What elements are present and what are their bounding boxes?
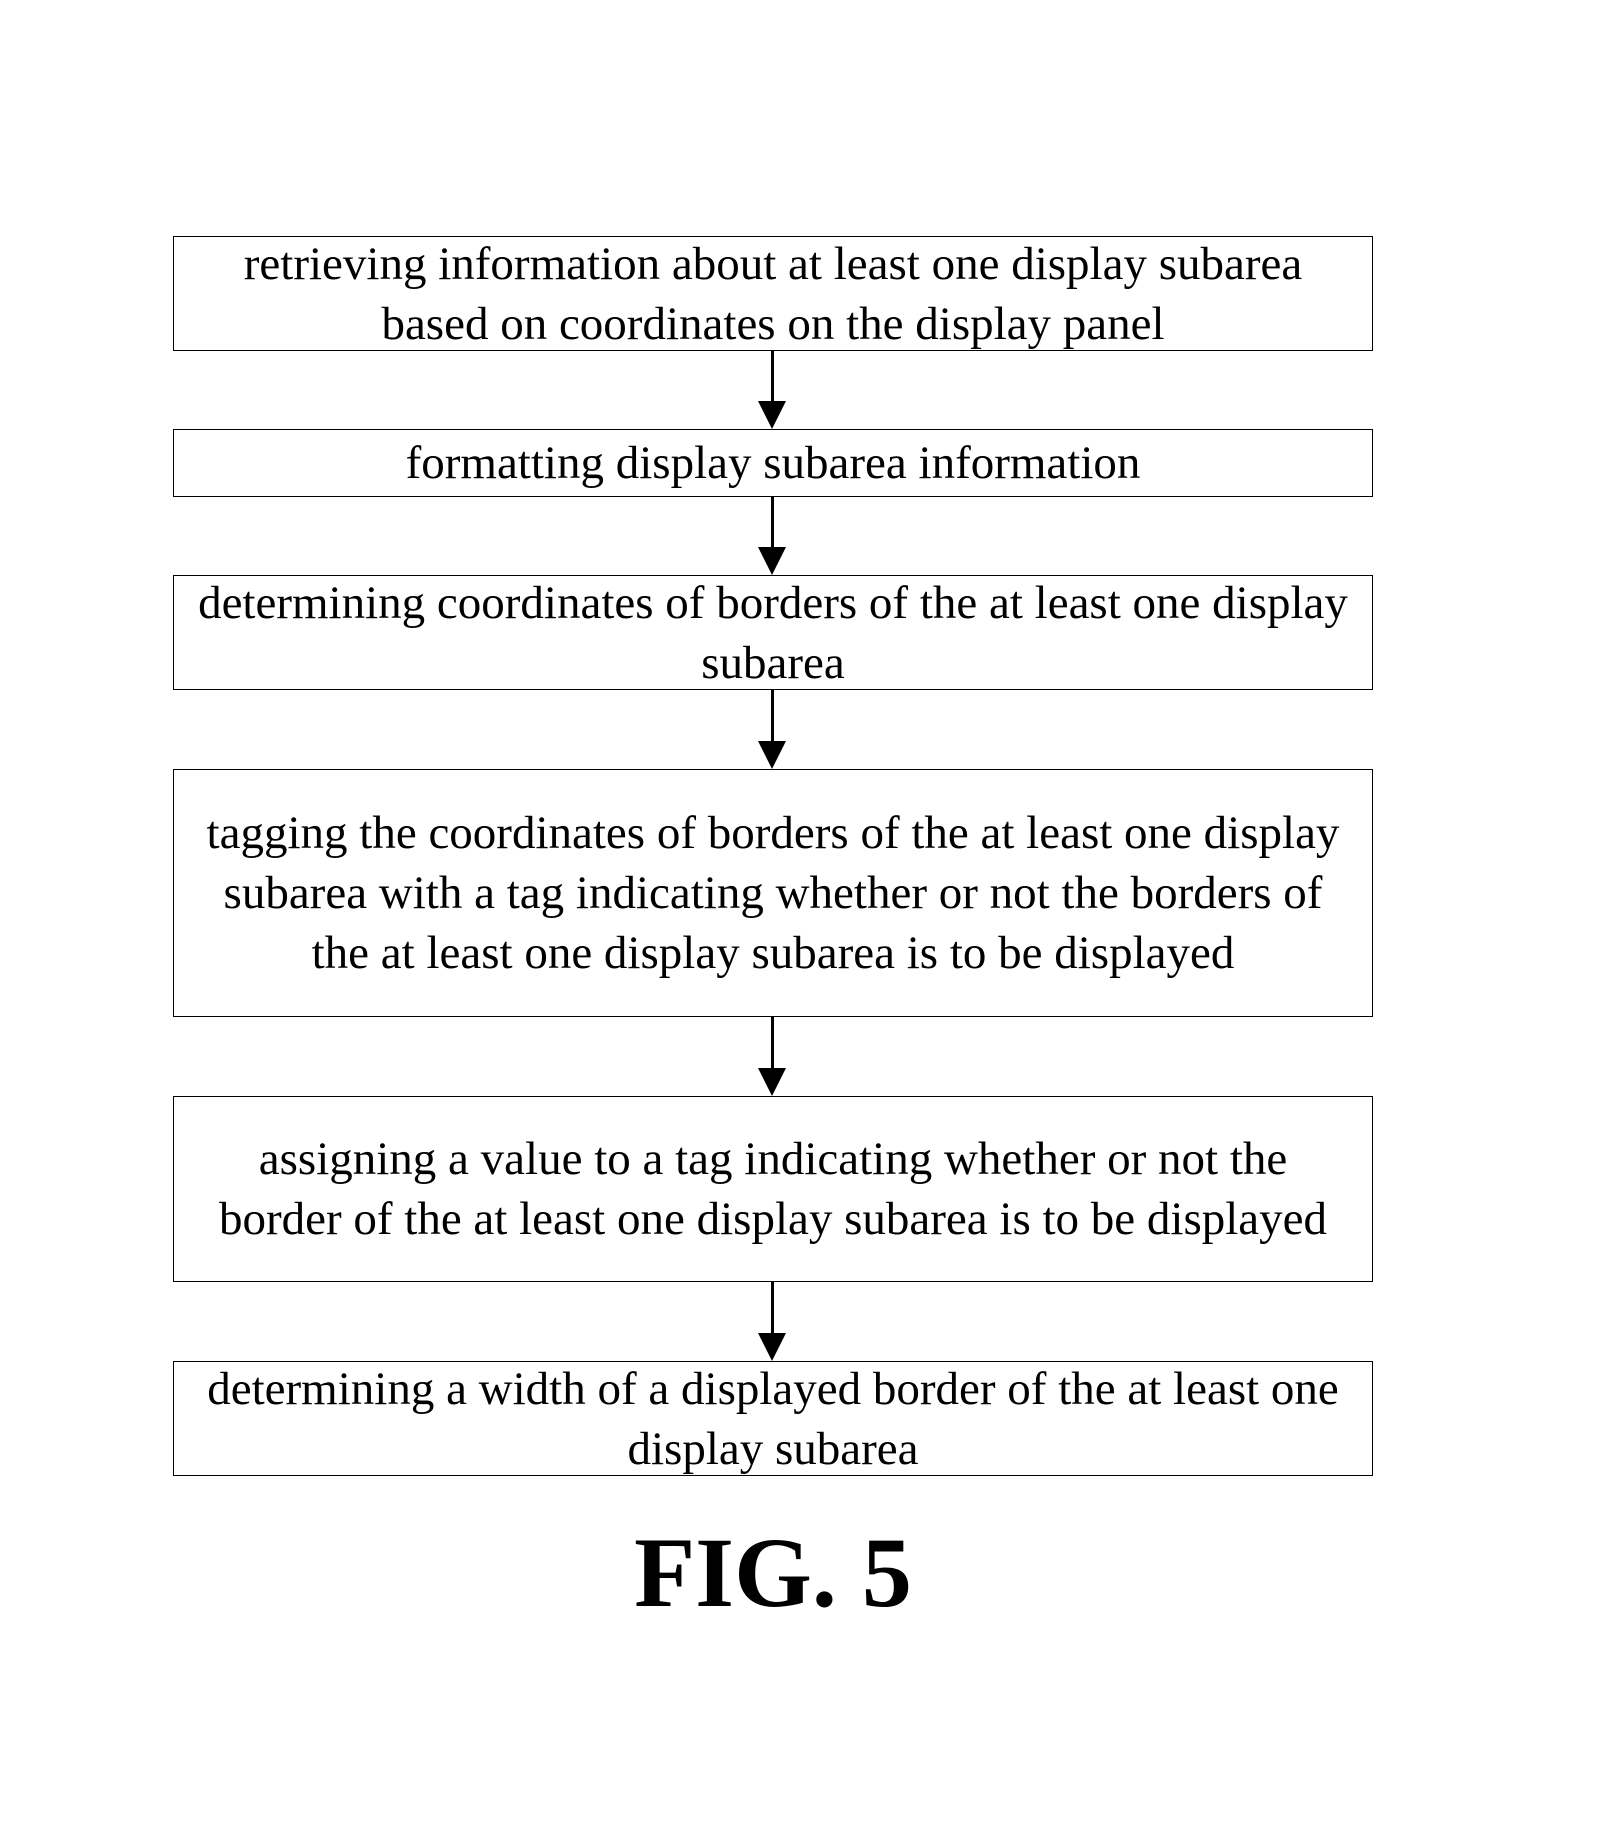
step-2-text: formatting display subarea information bbox=[405, 437, 1141, 489]
step-1-text: retrieving information about at least on… bbox=[243, 237, 1303, 350]
step-3-text: determining coordinates of borders of th… bbox=[198, 576, 1348, 689]
figure-label: FIG. 5 bbox=[634, 1517, 912, 1628]
step-5-text: assigning a value to a tag indicating wh… bbox=[218, 1133, 1328, 1245]
step-5-box: assigning a value to a tag indicating wh… bbox=[173, 1096, 1373, 1282]
step-3-box: determining coordinates of borders of th… bbox=[173, 575, 1373, 690]
step-6-box: determining a width of a displayed borde… bbox=[173, 1361, 1373, 1476]
step-6-text: determining a width of a displayed borde… bbox=[207, 1362, 1339, 1475]
step-4-box: tagging the coordinates of borders of th… bbox=[173, 769, 1373, 1017]
step-1-box: retrieving information about at least on… bbox=[173, 236, 1373, 351]
step-4-text: tagging the coordinates of borders of th… bbox=[206, 807, 1340, 979]
step-2-box: formatting display subarea information bbox=[173, 429, 1373, 497]
